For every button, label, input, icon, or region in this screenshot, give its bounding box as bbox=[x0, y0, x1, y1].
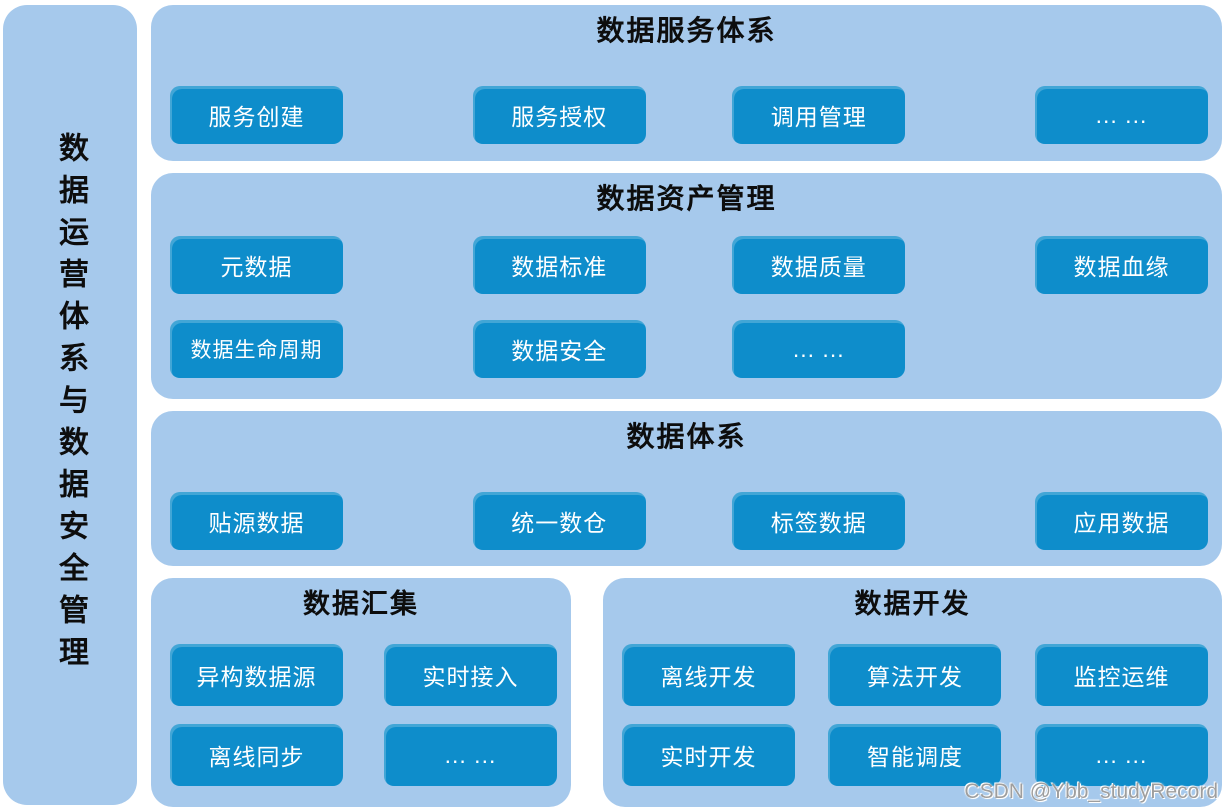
chip-realtime-development: 实时开发 bbox=[622, 724, 795, 786]
csdn-watermark: CSDN @Ybb_studyRecord bbox=[964, 780, 1218, 803]
chip-offline-development: 离线开发 bbox=[622, 644, 795, 706]
section-title: 数据开发 bbox=[854, 589, 971, 619]
empty-cell bbox=[949, 320, 1209, 378]
chip-data-standard: 数据标准 bbox=[472, 236, 646, 294]
chip-tag-data: 标签数据 bbox=[732, 492, 906, 550]
section-data-service-system: 数据服务体系 服务创建 服务授权 调用管理 ... ... bbox=[151, 5, 1222, 161]
chip-row: 服务创建 服务授权 调用管理 ... ... bbox=[151, 86, 1222, 144]
section-title: 数据汇集 bbox=[303, 589, 419, 619]
section-title: 数据资产管理 bbox=[596, 183, 777, 214]
chip-row: 离线同步 ... ... bbox=[151, 724, 571, 786]
chip-application-data: 应用数据 bbox=[1035, 492, 1208, 550]
section-title: 数据服务体系 bbox=[596, 15, 777, 46]
chip-monitoring-ops: 监控运维 bbox=[1034, 644, 1208, 706]
chip-more: ... ... bbox=[732, 320, 906, 378]
chip-data-quality: 数据质量 bbox=[732, 236, 906, 294]
chip-row: 异构数据源 实时接入 bbox=[151, 644, 571, 706]
chip-algorithm-development: 算法开发 bbox=[828, 644, 1002, 706]
chip-service-authorize: 服务授权 bbox=[472, 86, 646, 144]
chip-row: 实时开发 智能调度 ... ... bbox=[603, 724, 1222, 786]
chip-smart-scheduling: 智能调度 bbox=[828, 724, 1002, 786]
chip-service-create: 服务创建 bbox=[170, 86, 343, 144]
chip-more: ... ... bbox=[1035, 86, 1208, 144]
chip-data-lineage: 数据血缘 bbox=[1035, 236, 1208, 294]
chip-heterogeneous-source: 异构数据源 bbox=[170, 644, 343, 706]
section-data-system: 数据体系 贴源数据 统一数仓 标签数据 应用数据 bbox=[151, 411, 1222, 566]
chip-metadata: 元数据 bbox=[170, 236, 343, 294]
sidebar-pillar-data-ops-security: 数据运营体系与数据安全管理 bbox=[3, 5, 137, 805]
chip-more: ... ... bbox=[1034, 724, 1208, 786]
chip-call-management: 调用管理 bbox=[732, 86, 906, 144]
chip-more: ... ... bbox=[384, 724, 557, 786]
chip-offline-sync: 离线同步 bbox=[170, 724, 343, 786]
chip-realtime-ingest: 实时接入 bbox=[384, 644, 557, 706]
chip-unified-warehouse: 统一数仓 bbox=[472, 492, 646, 550]
chip-row: 离线开发 算法开发 监控运维 bbox=[603, 644, 1222, 706]
chip-row: 元数据 数据标准 数据质量 数据血缘 bbox=[151, 236, 1222, 294]
sidebar-vertical-label: 数据运营体系与数据安全管理 bbox=[54, 132, 87, 678]
section-data-development: 数据开发 离线开发 算法开发 监控运维 实时开发 智能调度 ... ... bbox=[603, 578, 1222, 807]
section-data-asset-management: 数据资产管理 元数据 数据标准 数据质量 数据血缘 数据生命周期 数据安全 ..… bbox=[151, 173, 1222, 399]
section-data-collection: 数据汇集 异构数据源 实时接入 离线同步 ... ... bbox=[151, 578, 571, 807]
chip-row: 数据生命周期 数据安全 ... ... bbox=[151, 320, 1222, 378]
chip-data-lifecycle: 数据生命周期 bbox=[170, 320, 343, 378]
section-title: 数据体系 bbox=[626, 421, 747, 452]
chip-data-security: 数据安全 bbox=[472, 320, 646, 378]
chip-row: 贴源数据 统一数仓 标签数据 应用数据 bbox=[151, 492, 1222, 550]
chip-source-data: 贴源数据 bbox=[170, 492, 343, 550]
